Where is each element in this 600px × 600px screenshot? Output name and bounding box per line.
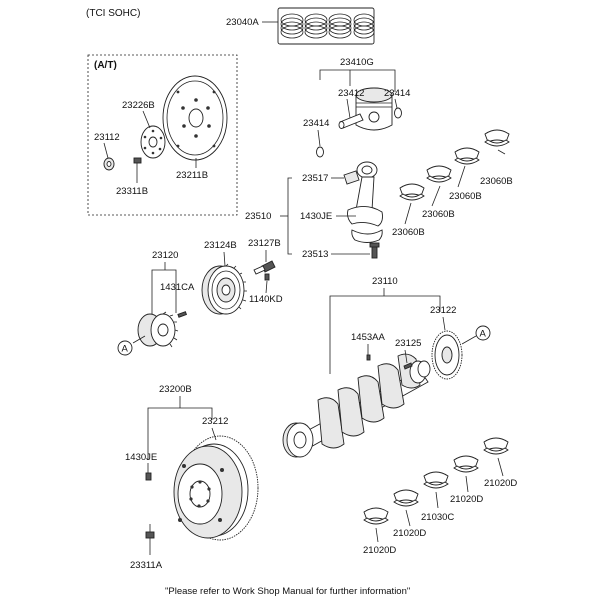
bushing <box>103 157 115 171</box>
at-inset-box <box>87 54 238 216</box>
label-23122: 23122 <box>430 305 456 316</box>
label-23060B-3: 23060B <box>422 209 455 220</box>
callout-a-left-letter: A <box>122 344 129 355</box>
callout-a-right <box>475 325 491 341</box>
main-bearing-4 <box>393 489 419 507</box>
main-bearing-1 <box>483 437 509 455</box>
crank-key <box>403 362 413 370</box>
label-23200B: 23200B <box>159 384 192 395</box>
crankshaft-sprocket <box>137 311 179 348</box>
label-21020D-1: 21020D <box>484 478 517 489</box>
rod-bearing-3 <box>454 147 480 165</box>
main-bearing-3 <box>423 471 449 489</box>
label-23517: 23517 <box>302 173 328 184</box>
label-23211B: 23211B <box>176 170 208 181</box>
label-23060B-4: 23060B <box>392 227 425 238</box>
label-23414-right: 23414 <box>384 88 410 99</box>
label-21030C: 21030C <box>421 512 454 523</box>
label-23513: 23513 <box>302 249 328 260</box>
label-23060B-1: 23060B <box>480 176 513 187</box>
label-23226B: 23226B <box>122 100 155 111</box>
main-bearing-5 <box>363 507 389 525</box>
label-21020D-2: 21020D <box>450 494 483 505</box>
label-23125: 23125 <box>395 338 421 349</box>
rod-bushing <box>343 170 360 185</box>
label-23040A: 23040A <box>226 17 259 28</box>
label-23120: 23120 <box>152 250 178 261</box>
callout-a-right-letter: A <box>480 329 487 340</box>
label-1430JE-flywheel: 1430JE <box>125 452 157 463</box>
label-23510: 23510 <box>245 211 271 222</box>
snap-ring-right <box>394 107 402 119</box>
dowel-pin <box>145 472 152 481</box>
label-23127B: 23127B <box>248 238 281 249</box>
main-bearing-2 <box>453 455 479 473</box>
damper-pulley <box>201 263 247 315</box>
label-23410G: 23410G <box>340 57 374 68</box>
inset-label: (A/T) <box>94 60 117 71</box>
label-23414-left: 23414 <box>303 118 329 129</box>
snap-ring-left <box>316 146 324 158</box>
callout-a-left <box>117 340 133 356</box>
timing-gear <box>431 330 463 380</box>
piston-ring-set <box>277 7 375 45</box>
label-21020D-4: 21020D <box>363 545 396 556</box>
adapter-plate <box>140 125 166 159</box>
label-23311B: 23311B <box>116 186 148 197</box>
label-1140KD: 1140KD <box>249 294 283 305</box>
woodruff-key <box>177 311 188 318</box>
crankshaft <box>282 353 431 458</box>
footer-note: "Please refer to Work Shop Manual for fu… <box>165 586 410 597</box>
label-21020D-3: 21020D <box>393 528 426 539</box>
drive-plate <box>162 75 228 161</box>
washer-bolt <box>264 273 270 281</box>
rod-bearing-4 <box>484 129 510 147</box>
label-23112: 23112 <box>94 132 120 143</box>
connecting-rod <box>347 161 383 227</box>
piston-pin <box>338 113 364 129</box>
label-23412: 23412 <box>338 88 364 99</box>
pulley-bolt <box>253 260 276 275</box>
crank-pin <box>366 354 371 361</box>
rod-cap <box>351 229 383 243</box>
flywheel <box>173 435 259 541</box>
label-23060B-2: 23060B <box>449 191 482 202</box>
flywheel-bolt <box>145 524 155 539</box>
label-1431CA: 1431CA <box>160 282 195 293</box>
label-1430JE-rod: 1430JE <box>300 211 332 222</box>
rod-bolt <box>369 242 380 259</box>
label-23124B: 23124B <box>204 240 237 251</box>
label-23212: 23212 <box>202 416 228 427</box>
label-1453AA: 1453AA <box>351 332 385 343</box>
label-23311A: 23311A <box>130 560 163 571</box>
rod-bearing-1 <box>399 183 425 201</box>
variant-title: (TCI SOHC) <box>86 8 140 19</box>
bolt-small <box>133 157 142 172</box>
piston <box>355 87 393 131</box>
label-23110: 23110 <box>372 276 398 287</box>
rod-bearing-2 <box>426 165 452 183</box>
